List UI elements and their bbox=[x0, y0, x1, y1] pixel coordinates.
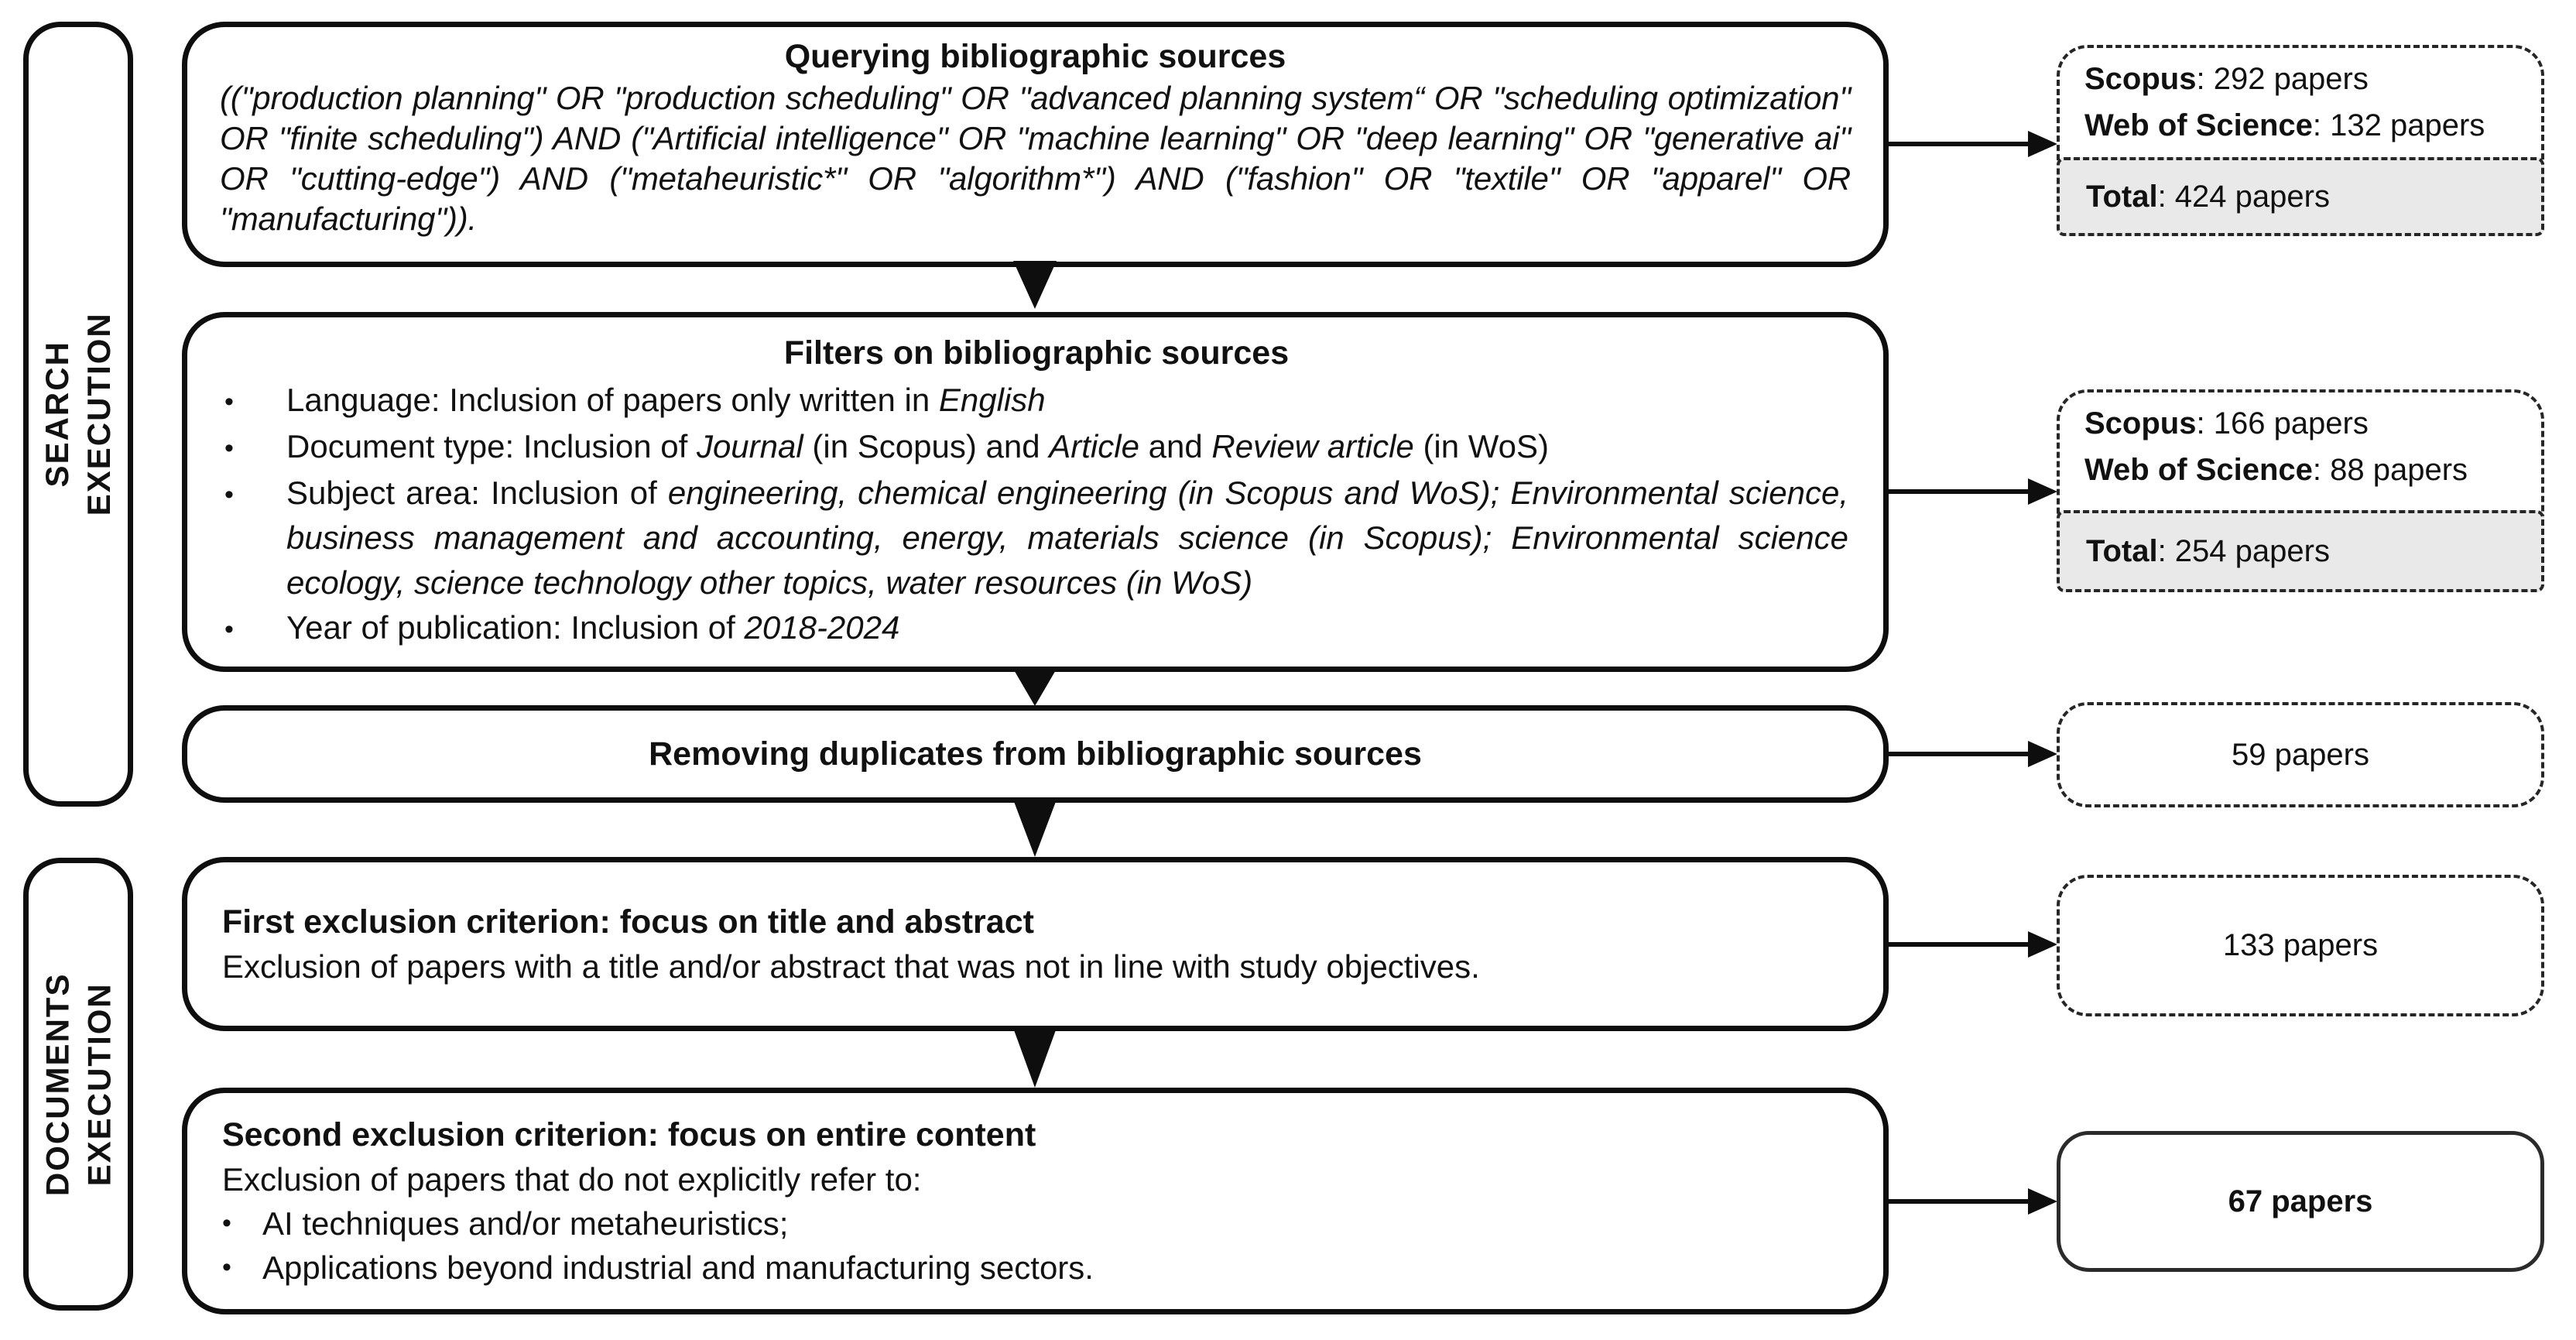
bullet-icon: • bbox=[224, 615, 234, 644]
source-count: : 132 papers bbox=[2312, 108, 2485, 142]
source-count-wos: Web of Science: 132 papers bbox=[2084, 102, 2541, 149]
right-arrow-line-5 bbox=[1889, 1199, 2030, 1204]
phase-box-documents-execution: DOCUMENTS EXECUTION bbox=[23, 858, 133, 1311]
phase-box-search-execution: SEARCH EXECUTION bbox=[23, 22, 133, 807]
bullet-icon: • bbox=[222, 1208, 231, 1238]
down-arrow-3 bbox=[1013, 800, 1057, 857]
total-count: : 424 papers bbox=[2157, 179, 2330, 214]
step-description: Exclusion of papers with a title and/or … bbox=[222, 948, 1480, 985]
filter-item-subject-area: • Subject area: Inclusion of engineering… bbox=[224, 471, 1848, 605]
source-count: : 292 papers bbox=[2196, 62, 2369, 96]
filter-item-text: Subject area: Inclusion of engineering, … bbox=[286, 475, 1848, 601]
bullet-icon: • bbox=[224, 480, 234, 509]
source-name: Web of Science bbox=[2084, 108, 2313, 142]
total-count-box: Total: 424 papers bbox=[2057, 157, 2544, 236]
filter-item-language: • Language: Inclusion of papers only wri… bbox=[224, 378, 1848, 424]
bullet-icon: • bbox=[224, 387, 234, 416]
source-count-wos: Web of Science: 88 papers bbox=[2084, 447, 2541, 493]
result-box-final-count: 67 papers bbox=[2057, 1131, 2544, 1272]
step-title: First exclusion criterion: focus on titl… bbox=[222, 903, 1034, 941]
exclusion-item-ai-techniques: • AI techniques and/or metaheuristics; bbox=[222, 1201, 1829, 1246]
right-arrow-line-1 bbox=[1889, 142, 2030, 146]
bullet-icon: • bbox=[224, 434, 234, 463]
right-arrow-head-5 bbox=[2028, 1188, 2057, 1215]
result-box-initial-counts: Scopus: 292 papers Web of Science: 132 p… bbox=[2057, 45, 2544, 236]
right-arrow-head-2 bbox=[2028, 478, 2057, 505]
source-count: : 166 papers bbox=[2196, 406, 2369, 440]
result-box-filtered-counts: Scopus: 166 papers Web of Science: 88 pa… bbox=[2057, 389, 2544, 592]
source-count: : 88 papers bbox=[2312, 453, 2468, 487]
paper-count: 133 papers bbox=[2222, 928, 2379, 962]
result-box-deduplicated-count: 59 papers bbox=[2057, 702, 2544, 807]
right-arrow-line-2 bbox=[1889, 489, 2030, 494]
filter-item-text: Language: Inclusion of papers only writt… bbox=[286, 382, 1046, 418]
step-description: Exclusion of papers that do not explicit… bbox=[222, 1160, 922, 1198]
down-arrow-2 bbox=[1013, 669, 1057, 706]
total-label: Total bbox=[2086, 179, 2158, 214]
exclusion-item-text: AI techniques and/or metaheuristics; bbox=[262, 1205, 789, 1242]
source-name: Scopus bbox=[2084, 62, 2197, 96]
step-title: Filters on bibliographic sources bbox=[783, 334, 1290, 372]
exclusion-item-text: Applications beyond industrial and manuf… bbox=[262, 1249, 1094, 1286]
total-count: : 254 papers bbox=[2157, 533, 2330, 568]
step-title: Second exclusion criterion: focus on ent… bbox=[222, 1116, 1036, 1153]
filter-item-document-type: • Document type: Inclusion of Journal (i… bbox=[224, 424, 1848, 471]
step-box-second-exclusion: Second exclusion criterion: focus on ent… bbox=[182, 1088, 1889, 1314]
phase-label-search-execution: SEARCH EXECUTION bbox=[39, 312, 117, 516]
step-box-first-exclusion: First exclusion criterion: focus on titl… bbox=[182, 857, 1889, 1031]
down-arrow-4 bbox=[1013, 1028, 1057, 1088]
source-name: Web of Science bbox=[2084, 453, 2313, 487]
step-title: Removing duplicates from bibliographic s… bbox=[649, 735, 1422, 773]
source-count-scopus: Scopus: 166 papers bbox=[2084, 400, 2541, 447]
exclusion-item-applications: • Applications beyond industrial and man… bbox=[222, 1246, 1829, 1290]
step-box-filters: Filters on bibliographic sources • Langu… bbox=[182, 312, 1889, 672]
source-name: Scopus bbox=[2084, 406, 2197, 440]
right-arrow-head-3 bbox=[2028, 741, 2057, 767]
filter-item-text: Document type: Inclusion of Journal (in … bbox=[286, 428, 1550, 464]
down-arrow-1 bbox=[1013, 261, 1057, 309]
step-box-querying-sources: Querying bibliographic sources (("produc… bbox=[182, 22, 1889, 267]
result-box-first-exclusion-count: 133 papers bbox=[2057, 875, 2544, 1016]
filter-item-year: • Year of publication: Inclusion of 2018… bbox=[224, 605, 1848, 652]
bullet-icon: • bbox=[222, 1252, 231, 1282]
right-arrow-line-3 bbox=[1889, 752, 2030, 756]
paper-count: 67 papers bbox=[2228, 1184, 2373, 1218]
right-arrow-head-4 bbox=[2028, 931, 2057, 958]
right-arrow-head-1 bbox=[2028, 131, 2057, 157]
phase-label-documents-execution: DOCUMENTS EXECUTION bbox=[39, 972, 118, 1196]
right-arrow-line-4 bbox=[1889, 942, 2030, 947]
step-box-remove-duplicates: Removing duplicates from bibliographic s… bbox=[182, 705, 1889, 803]
total-label: Total bbox=[2086, 533, 2158, 568]
total-count-box: Total: 254 papers bbox=[2057, 510, 2544, 592]
source-count-scopus: Scopus: 292 papers bbox=[2084, 56, 2541, 102]
paper-count: 59 papers bbox=[2232, 737, 2369, 772]
step-title: Querying bibliographic sources bbox=[784, 38, 1286, 75]
filter-item-text: Year of publication: Inclusion of 2018-2… bbox=[286, 609, 900, 646]
query-string: (("production planning" OR "production s… bbox=[220, 80, 1851, 237]
